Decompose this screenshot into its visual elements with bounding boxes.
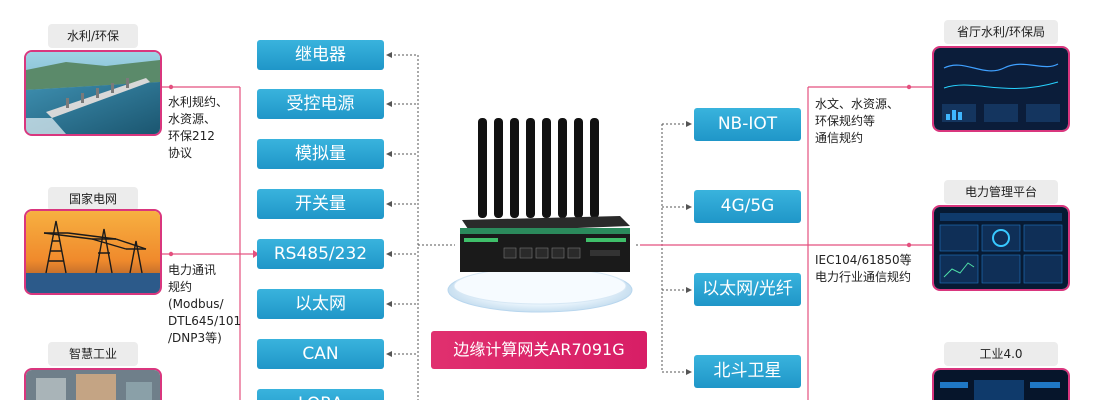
panel-title: 省厅水利/环保局: [944, 20, 1058, 44]
uplink-ethernet-fiber: 以太网/光纤: [694, 273, 801, 306]
power-tower-image: [24, 209, 162, 295]
left-note-power: 电力通讯 规约 (Modbus/ DTL645/101 /DNP3等): [168, 262, 241, 347]
note-line: /DNP3等): [168, 331, 222, 345]
note-line: IEC104/61850等: [815, 253, 912, 267]
right-note-power: IEC104/61850等 电力行业通信规约: [815, 252, 912, 286]
factory-illustration: [26, 370, 160, 400]
uplink-nb-iot: NB-IOT: [694, 108, 801, 141]
interface-ethernet: 以太网: [257, 289, 384, 319]
note-line: 电力通讯: [168, 263, 217, 277]
power-tower-illustration: [26, 211, 160, 293]
note-line: 水资源、: [168, 112, 217, 126]
water-dashboard-image: [932, 46, 1070, 132]
dashboard-illustration: [934, 207, 1068, 289]
note-line: 环保212: [168, 129, 215, 143]
note-line: 水文、水资源、: [815, 97, 900, 111]
note-line: 通信规约: [815, 131, 864, 145]
uplink-4g-5g: 4G/5G: [694, 190, 801, 223]
dashboard-illustration: [934, 48, 1068, 130]
interface-rs485-232: RS485/232: [257, 239, 384, 269]
uplink-beidou-satellite: 北斗卫星: [694, 355, 801, 388]
dam-illustration: [26, 52, 160, 134]
panel-title: 工业4.0: [944, 342, 1058, 366]
gateway-device-image: [440, 110, 640, 330]
right-note-water: 水文、水资源、 环保规约等 通信规约: [815, 96, 899, 147]
factory-image: [24, 368, 162, 400]
left-note-water: 水利规约、 水资源、 环保212 协议: [168, 94, 228, 162]
panel-title: 水利/环保: [48, 24, 138, 48]
interface-digital-switch: 开关量: [257, 189, 384, 219]
dashboard-illustration: [934, 370, 1068, 400]
gateway-router-illustration: [447, 118, 633, 313]
interface-can: CAN: [257, 339, 384, 369]
panel-title: 国家电网: [48, 187, 138, 211]
interface-controlled-power: 受控电源: [257, 89, 384, 119]
interface-lora: LORA: [257, 389, 384, 400]
note-line: 规约: [168, 280, 193, 294]
note-line: 协议: [168, 146, 193, 160]
note-line: 水利规约、: [168, 95, 229, 109]
interface-analog: 模拟量: [257, 139, 384, 169]
panel-title: 智慧工业: [48, 342, 138, 366]
water-dam-image: [24, 50, 162, 136]
industry-dashboard-image: [932, 368, 1070, 400]
note-line: 电力行业通信规约: [815, 270, 912, 284]
panel-title: 电力管理平台: [944, 180, 1058, 204]
gateway-title: 边缘计算网关AR7091G: [431, 331, 647, 369]
interface-relay: 继电器: [257, 40, 384, 70]
note-line: DTL645/101: [168, 314, 242, 328]
note-line: 环保规约等: [815, 114, 876, 128]
power-dashboard-image: [932, 205, 1070, 291]
note-line: (Modbus/: [168, 297, 224, 311]
